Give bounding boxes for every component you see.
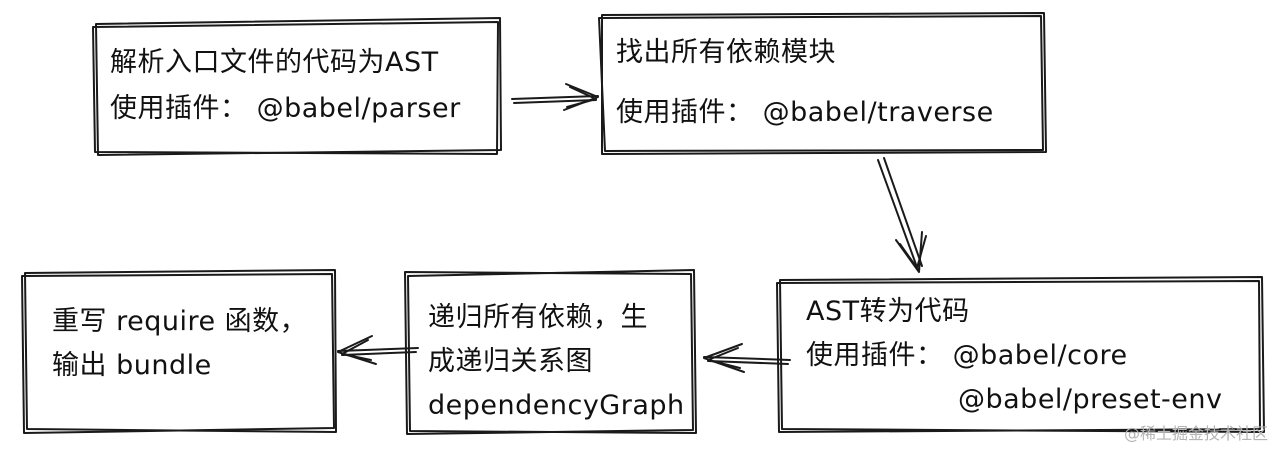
traverse-node-text: 找出所有依赖模块 使用插件： @babel/traverse [616, 30, 994, 136]
graph-line-2: 成递归关系图 [428, 346, 593, 377]
transform-node-text: AST转为代码 使用插件： @babel/core @babel/preset-… [806, 290, 1223, 422]
parse-node-text: 解析入口文件的代码为AST 使用插件： @babel/parser [110, 40, 461, 132]
graph-line-3: dependencyGraph [428, 390, 685, 421]
traverse-title: 找出所有依赖模块 [616, 37, 836, 68]
arrow-transform-to-graph [703, 343, 791, 373]
traverse-plugin: 使用插件： @babel/traverse [616, 97, 994, 128]
transform-box [776, 276, 1265, 433]
bundle-line-1: 重写 require 函数， [52, 306, 308, 337]
arrow-traverse-to-transform [877, 157, 927, 273]
parse-plugin: 使用插件： @babel/parser [110, 93, 461, 124]
transform-plugin: 使用插件： @babel/core [806, 340, 1128, 371]
parse-title: 解析入口文件的代码为AST [110, 47, 439, 78]
transform-plugin-2: @babel/preset-env [958, 384, 1223, 415]
bundle-line-2: 输出 bundle [52, 350, 212, 381]
parse-box [92, 17, 502, 156]
arrow-parse-to-traverse [511, 83, 599, 111]
watermark: @稀土掘金技术社区 [1123, 424, 1268, 443]
graph-line-1: 递归所有依赖，生 [428, 302, 648, 333]
bundle-node-text: 重写 require 函数， 输出 bundle [52, 300, 307, 388]
traverse-box [598, 12, 1047, 155]
graph-node-text: 递归所有依赖，生 成递归关系图 dependencyGraph [428, 296, 685, 428]
arrow-graph-to-bundle [337, 335, 419, 365]
graph-box [404, 269, 697, 435]
transform-title: AST转为代码 [806, 296, 970, 327]
bundle-box [21, 269, 337, 434]
